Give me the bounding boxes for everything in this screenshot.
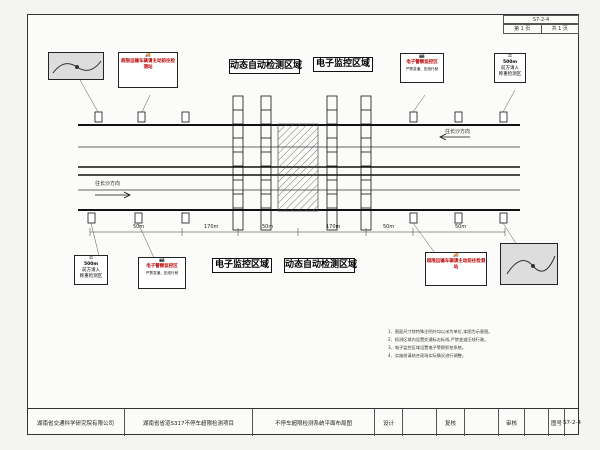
camera-icon: 📷 <box>419 54 425 59</box>
scale-icon: ⚖ <box>507 54 513 59</box>
sign-station-top-text2: 称重检测区 <box>498 72 522 77</box>
truck-icon-bottom: 🚚 <box>453 253 459 258</box>
sign-monitor-top-sub: 严禁变道、压线行驶 <box>405 67 439 71</box>
sign-monitor-top: 📷 电子警察监控区 严禁变道、压线行驶 <box>400 53 444 83</box>
zone-label-bottom-police: 电子监控区域 <box>212 258 272 273</box>
page-count: 第 1 页 共 1 页 <box>503 24 579 34</box>
map-graphic-icon <box>52 60 102 74</box>
sign-map-top-left <box>48 52 104 80</box>
sign-station-top: ⚖ 500m 前方请入 称重检测区 <box>494 53 526 83</box>
sign-station-top-dist: 500m <box>502 60 518 65</box>
sign-posts-top <box>94 111 508 123</box>
title-block: 湖南省交通科学研究院有限公司 湖南省省道S317不停车超限检测项目 不停车超限检… <box>27 408 581 436</box>
sign-notice-bottom-text: 超限运输车辆请主动前往检测站 <box>426 259 486 270</box>
sign-notice-top: 🚚 超限运输车辆请主动前往检测站 <box>118 52 178 88</box>
dimension-line <box>89 228 506 236</box>
tb-org: 湖南省交通科学研究院有限公司 <box>27 409 125 436</box>
tb-review: 复核 <box>437 409 465 436</box>
zone-label-top-dynamic: 动态自动检测区域 <box>229 59 302 74</box>
note-2: 2、检测区域内设置交通标志标线,严禁变道压线行驶。 <box>388 337 489 342</box>
drawing-number-top: S7-2-4 <box>503 15 579 24</box>
sign-station-top-text: 前方请入 <box>501 66 519 71</box>
sign-posts-bottom <box>87 212 508 224</box>
dim-1: 50m <box>133 224 145 230</box>
sign-notice-top-text: 超限运输车辆请主动前往检测站 <box>121 59 175 70</box>
direction-label-bottom: 往长沙方向 <box>95 181 121 187</box>
sign-monitor-bottom: 📷 电子警察监控区 严禁变道、压线行驶 <box>138 257 186 289</box>
note-3: 3、电子监控区域设置电子警察抓拍系统。 <box>388 345 467 350</box>
sign-station-bottom-text: 前方请入 <box>82 268 100 273</box>
gantry-3 <box>326 95 338 231</box>
tb-project: 湖南省省道S317不停车超限检测项目 <box>125 409 253 436</box>
scale-icon-bottom: ⚖ <box>88 256 94 261</box>
sign-map-bottom-right <box>500 243 558 285</box>
map-graphic-icon-bottom <box>506 255 556 275</box>
sign-station-bottom: ⚖ 500m 前方请入 称重检测区 <box>74 255 108 285</box>
notes-block: 1、图面尺寸除特殊注明外均以米为单位,本图为示意图。 2、检测区域内设置交通标志… <box>388 328 573 360</box>
sign-station-bottom-dist: 500m <box>83 262 99 267</box>
dim-3: 50m <box>262 224 274 230</box>
page-total: 共 1 页 <box>540 25 579 33</box>
tb-drawing-no: S7-2-4 <box>563 419 581 426</box>
page-number: 第 1 页 <box>514 26 531 32</box>
hatched-detection-zone <box>277 123 319 212</box>
dim-2: 170m <box>204 224 219 230</box>
note-4: 4、实施前请结合现场实际情况进行调整。 <box>388 353 467 358</box>
zone-label-bottom-dynamic: 动态自动检测区域 <box>284 258 357 273</box>
tb-approve-signature <box>525 409 549 436</box>
zone-label-top-police: 电子监控区域 <box>313 57 373 72</box>
tb-approve: 审核 <box>499 409 525 436</box>
sign-notice-bottom: 🚚 超限运输车辆请主动前往检测站 <box>425 252 487 286</box>
sign-monitor-top-text: 电子警察监控区 <box>406 60 438 65</box>
note-1: 1、图面尺寸除特殊注明外均以米为单位,本图为示意图。 <box>388 329 493 334</box>
sign-monitor-bottom-sub: 严禁变道、压线行驶 <box>145 271 179 275</box>
sign-monitor-bottom-text: 电子警察监控区 <box>146 264 178 269</box>
dim-5: 50m <box>383 224 395 230</box>
gantry-2 <box>260 95 272 231</box>
tb-drawing-no-label: 图号 <box>549 409 565 436</box>
dim-6: 50m <box>455 224 467 230</box>
dim-4: 170m <box>326 224 341 230</box>
tb-design-signature <box>403 409 437 436</box>
sign-station-bottom-text2: 称重检测区 <box>79 274 103 279</box>
tb-title: 不停车超限检测系统平面布局图 <box>253 409 375 436</box>
direction-arrows <box>95 133 470 199</box>
truck-icon: 🚚 <box>145 53 151 58</box>
tb-design: 设计 <box>375 409 403 436</box>
direction-label-top: 往长沙方向 <box>445 129 471 135</box>
tb-review-signature <box>465 409 499 436</box>
camera-icon-bottom: 📷 <box>159 258 165 263</box>
